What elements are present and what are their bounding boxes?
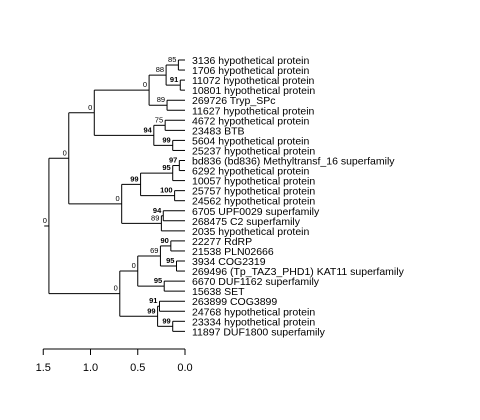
support-value: 89 [157,95,165,104]
leaf-label: 11897 DUF1800 superfamily [192,326,326,338]
axis-tick-label: 0.5 [130,362,145,374]
leaf-label: 10801 hypothetical protein [192,85,315,97]
support-value: 69 [150,246,158,255]
support-value: 100 [160,186,173,195]
leaf-label: bd836 (bd836) Methyltransf_16 superfamil… [192,156,395,168]
support-value: 99 [130,174,138,183]
support-value: 88 [156,65,164,74]
support-value: 0 [143,80,147,89]
support-value: 95 [162,163,170,172]
support-value: 89 [151,213,159,222]
leaf-label: 6292 hypothetical protein [192,166,309,178]
leaf-label: 268475 C2 superfamily [192,216,301,228]
scale-axis: 1.5 1.0 0.5 0.0 [36,348,193,374]
leaf-label: 23334 hypothetical protein [192,316,315,328]
support-value: 91 [170,75,178,84]
leaf-label: 6705 UPF0029 superfamily [192,206,320,218]
leaf-label: 263899 COG3899 [192,296,277,308]
leaf-label: 24562 hypothetical protein [192,196,315,208]
support-value: 94 [143,125,152,134]
support-value: 94 [153,206,162,215]
leaf-label: 10057 hypothetical protein [192,176,315,188]
support-value: 0 [43,216,47,225]
leaf-label: 15638 SET [192,286,245,298]
leaf-label: 25237 hypothetical protein [192,145,315,157]
tree-branches [44,59,185,332]
leaf-label: 11627 hypothetical protein [192,105,315,117]
leaf-label: 3136 hypothetical protein [192,55,309,67]
support-value: 0 [116,194,120,203]
axis-tick-label: 1.5 [36,362,51,374]
support-value: 75 [155,115,163,124]
support-value: 99 [162,316,170,325]
axis-tick-label: 0.0 [177,362,192,374]
support-value: 95 [166,256,174,265]
leaf-label: 5604 hypothetical protein [192,135,309,147]
support-value: 85 [168,55,176,64]
leaf-label: 269726 Tryp_SPc [192,95,275,107]
support-value: 99 [147,306,155,315]
support-value: 99 [162,135,170,144]
support-value: 97 [169,156,177,165]
leaf-label: 25757 hypothetical protein [192,186,315,198]
support-value: 0 [132,261,136,270]
leaf-label: 3934 COG2319 [192,256,266,268]
leaf-label: 24768 hypothetical protein [192,306,315,318]
leaf-label: 2035 hypothetical protein [192,226,309,238]
leaf-label: 1706 hypothetical protein [192,65,309,77]
support-values: 8591888907599940979510099948900909569950… [43,55,179,325]
support-value: 0 [63,148,67,157]
leaf-label: 23483 BTB [192,125,245,137]
axis-tick-label: 1.0 [83,362,98,374]
leaf-label: 22277 RdRP [192,236,252,248]
leaf-label: 269496 (Tp_TAZ3_PHD1) KAT11 superfamily [192,266,405,278]
leaf-label: 4672 hypothetical protein [192,115,309,127]
support-value: 0 [114,284,118,293]
support-value: 95 [154,276,162,285]
leaf-label: 21538 PLN02666 [192,246,274,258]
support-value: 91 [149,296,157,305]
leaf-label: 11072 hypothetical protein [192,75,315,87]
support-value: 90 [160,236,168,245]
leaf-label: 6670 DUF1162 superfamily [192,276,320,288]
support-value: 0 [88,103,92,112]
